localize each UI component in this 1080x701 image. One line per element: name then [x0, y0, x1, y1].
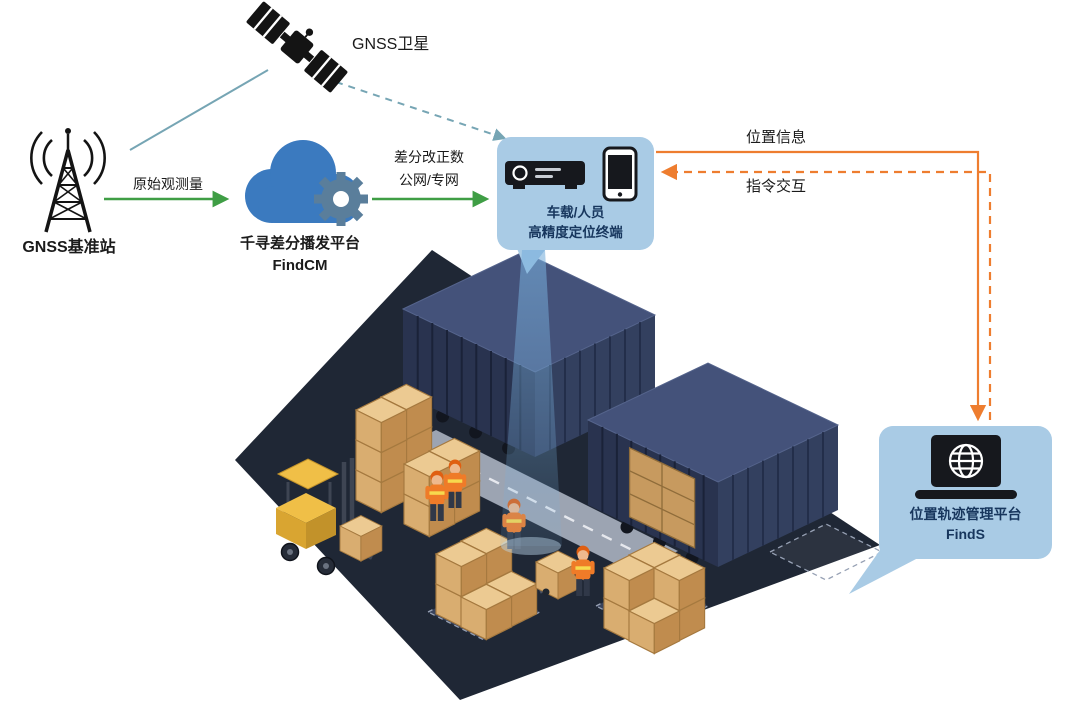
satellite-to-base-link	[129, 69, 269, 151]
platform-icon	[914, 435, 1017, 499]
beam-ground-glow	[501, 537, 561, 555]
smartphone-icon	[602, 146, 637, 202]
orange-flow-arrows	[656, 150, 992, 422]
radio-tower-icon	[30, 128, 106, 233]
platform-title: 位置轨迹管理平台	[909, 506, 1022, 522]
positioning-beam	[500, 250, 562, 546]
satellite-to-terminal-link	[335, 81, 507, 141]
cloud-subtitle: FindCM	[272, 257, 328, 274]
position-info-label: 位置信息	[745, 129, 806, 146]
terminal-label-line1: 车载/人员	[546, 205, 605, 220]
terminal-bubble: 车载/人员 高精度定位终端	[497, 137, 654, 250]
raw-observation-label: 原始观测量	[133, 176, 203, 192]
command-exchange-flow	[660, 163, 992, 420]
satellite-icon	[246, 1, 348, 93]
laptop-globe-icon	[914, 435, 1017, 499]
satellite-label: GNSS卫星	[352, 36, 430, 53]
command-exchange-label: 指令交互	[745, 178, 806, 195]
correction-label-line1: 差分改正数	[394, 149, 464, 165]
correction-label-line2: 公网/专网	[399, 172, 459, 188]
cloud-gear-icon	[245, 140, 368, 226]
base-station-label: GNSS基准站	[22, 239, 116, 256]
warehouse-scene	[235, 250, 884, 700]
platform-subtitle: FindS	[946, 526, 985, 543]
cloud-title: 千寻差分播发平台	[239, 235, 360, 252]
vehicle-terminal-icon	[504, 161, 585, 189]
satellite-links	[129, 69, 507, 151]
forklift	[276, 458, 383, 576]
terminal-icons	[504, 146, 637, 202]
shipping-container-2	[586, 362, 840, 567]
gear-icon	[314, 172, 368, 226]
terminal-label-line2: 高精度定位终端	[528, 224, 623, 240]
position-info-flow	[656, 150, 987, 422]
platform-bubble: 位置轨迹管理平台 FindS	[879, 426, 1052, 559]
